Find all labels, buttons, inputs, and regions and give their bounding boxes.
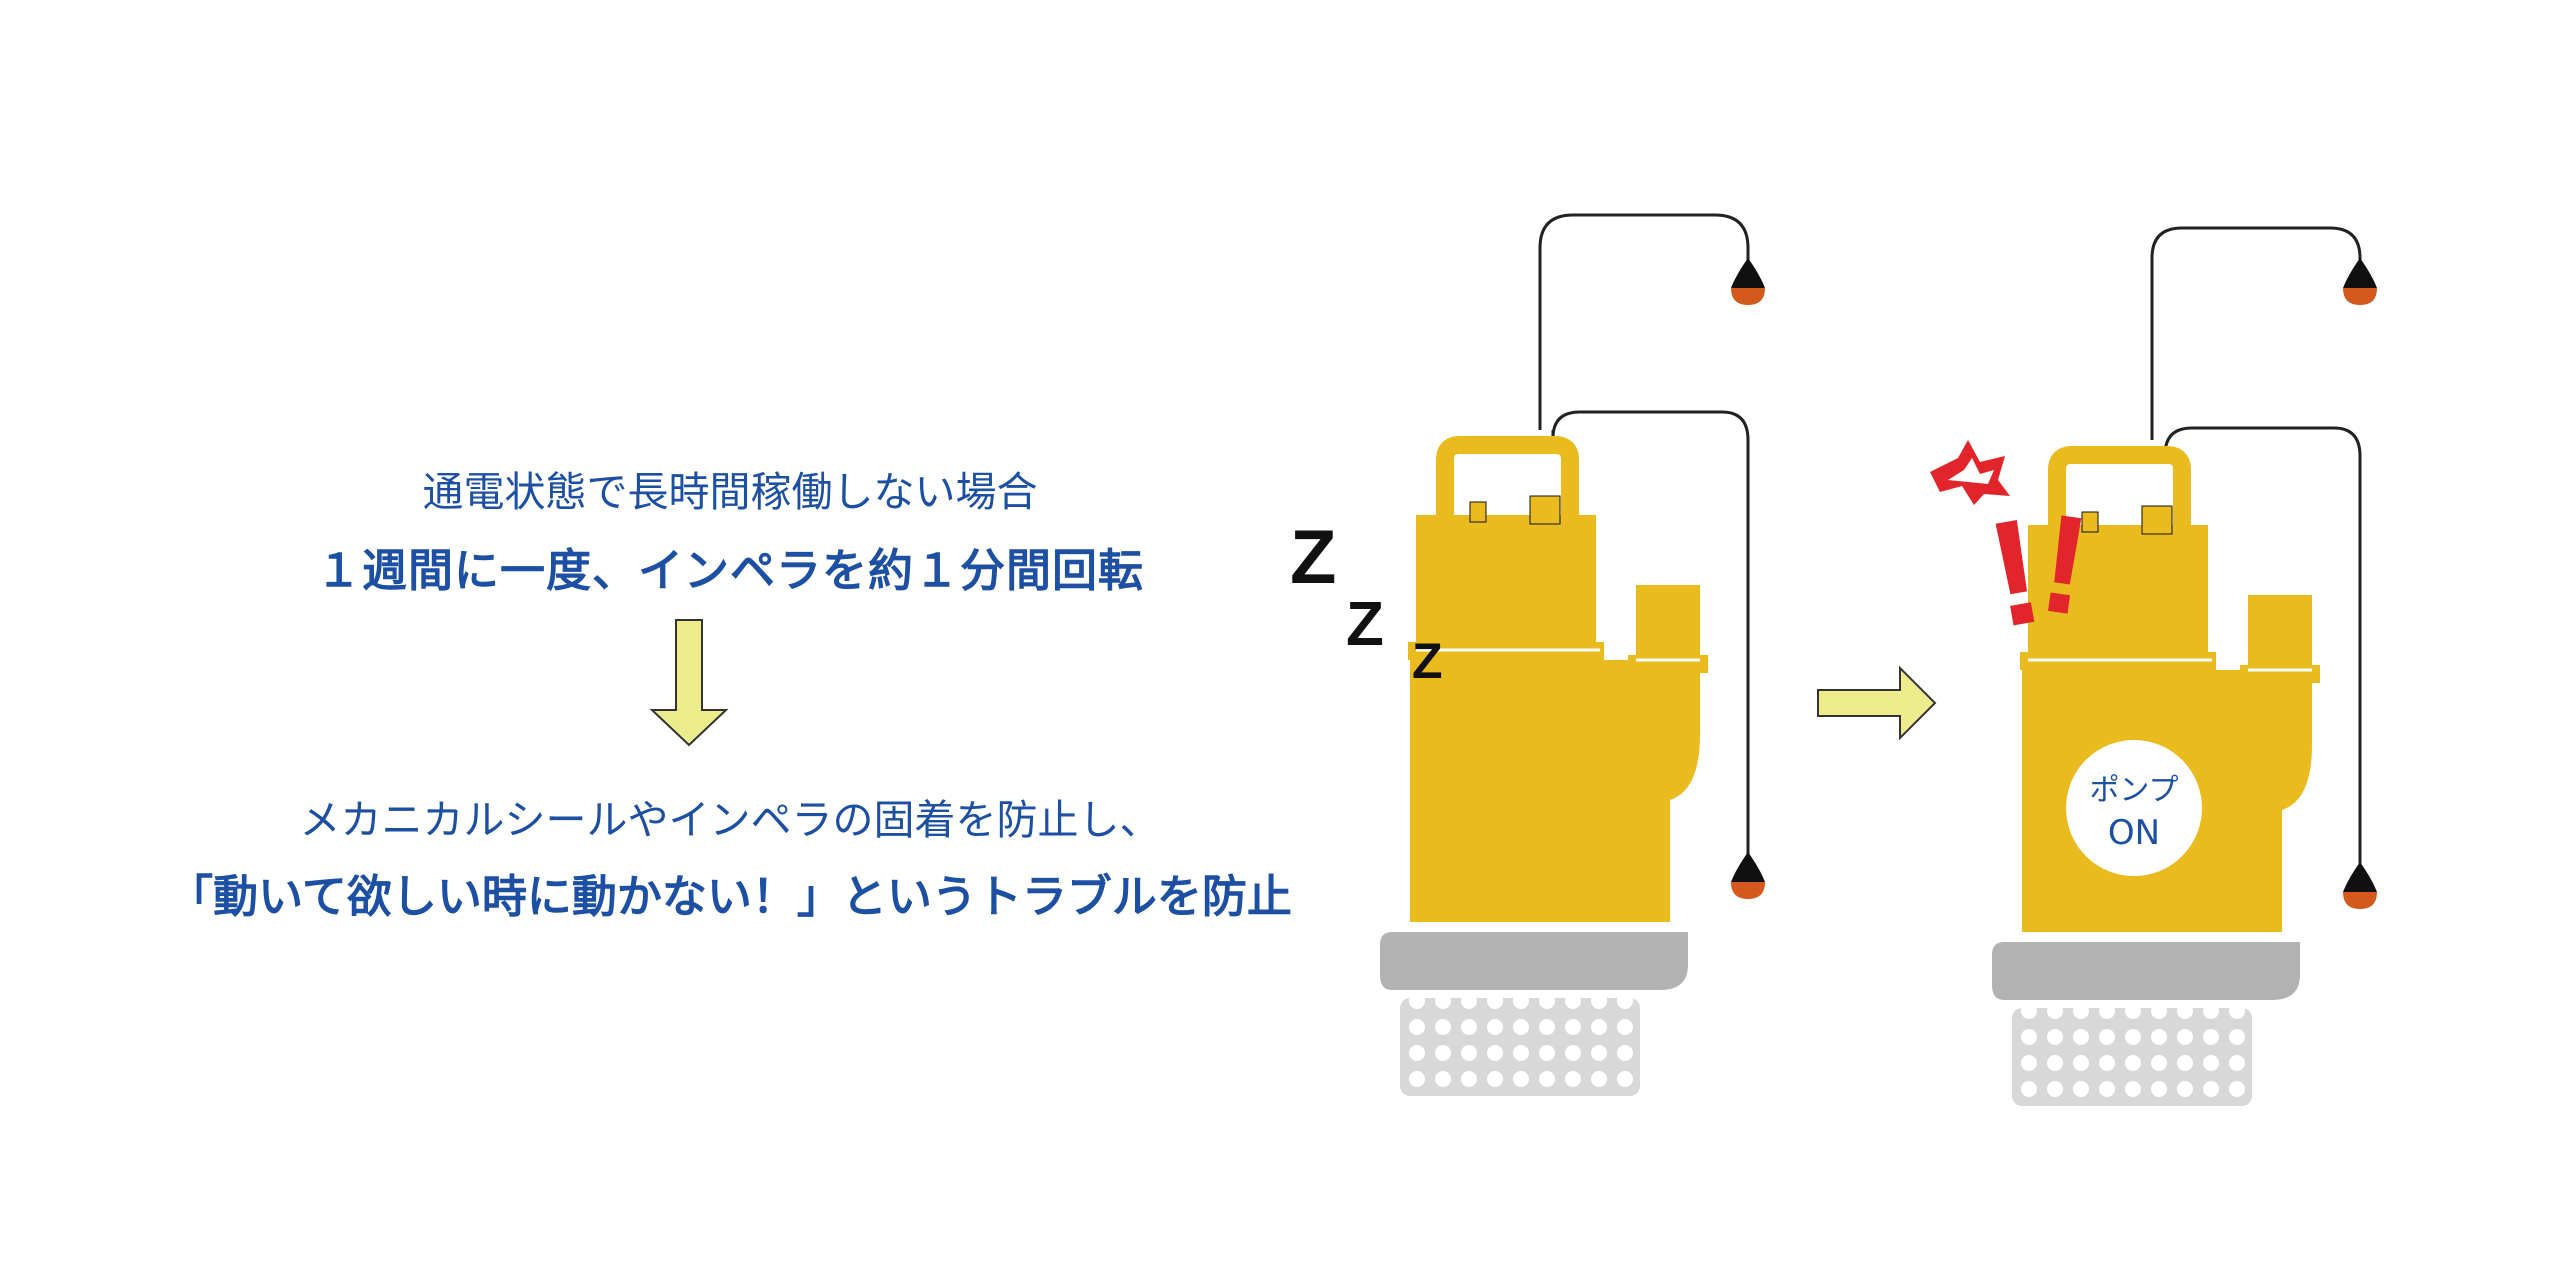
pump-on-badge — [2062, 736, 2206, 880]
pump-on-badge-line2: ON — [2108, 813, 2160, 853]
sleep-z-small: Z — [1412, 633, 1443, 689]
condition-text: 通電状態で長時間稼働しない場合 — [422, 468, 1038, 516]
pump-left: Z Z Z — [1290, 213, 1765, 1096]
lower-float — [2343, 862, 2377, 909]
transition-arrow — [1817, 665, 1937, 741]
pump-on-badge-line1: ポンプ — [2089, 773, 2178, 808]
sleep-z-large: Z — [1290, 515, 1336, 600]
lower-float-cable — [2163, 426, 2362, 865]
alert-burst-icon — [1930, 440, 2010, 505]
lower-float-cable — [1551, 410, 1750, 855]
down-arrow — [649, 619, 729, 747]
lower-float — [1731, 852, 1765, 899]
benefit-text: 「動いて欲しい時に動かない！」というトラブルを防止 — [168, 870, 1292, 923]
purpose-text: メカニカルシールやインペラの固着を防止し、 — [299, 796, 1161, 844]
sleep-z-medium: Z — [1346, 590, 1384, 659]
action-text: １週間に一度、インペラを約１分間回転 — [315, 544, 1144, 597]
upper-float-cable — [2150, 226, 2362, 440]
upper-float — [2343, 258, 2377, 305]
pump-right: ポンプ ON — [1992, 226, 2377, 1106]
upper-float — [1731, 258, 1765, 305]
upper-float-cable — [1538, 213, 1750, 430]
